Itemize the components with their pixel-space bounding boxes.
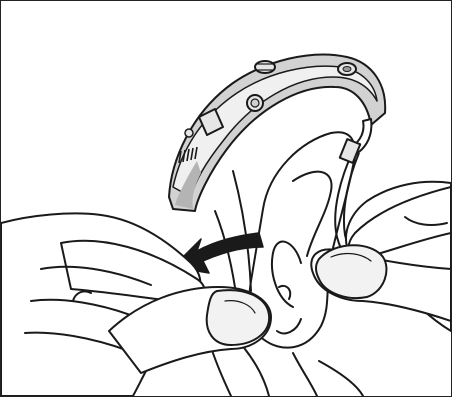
volume-wheel-icon: [255, 61, 275, 73]
left-thumbnail: [207, 290, 269, 345]
switch-icon: [185, 129, 193, 137]
